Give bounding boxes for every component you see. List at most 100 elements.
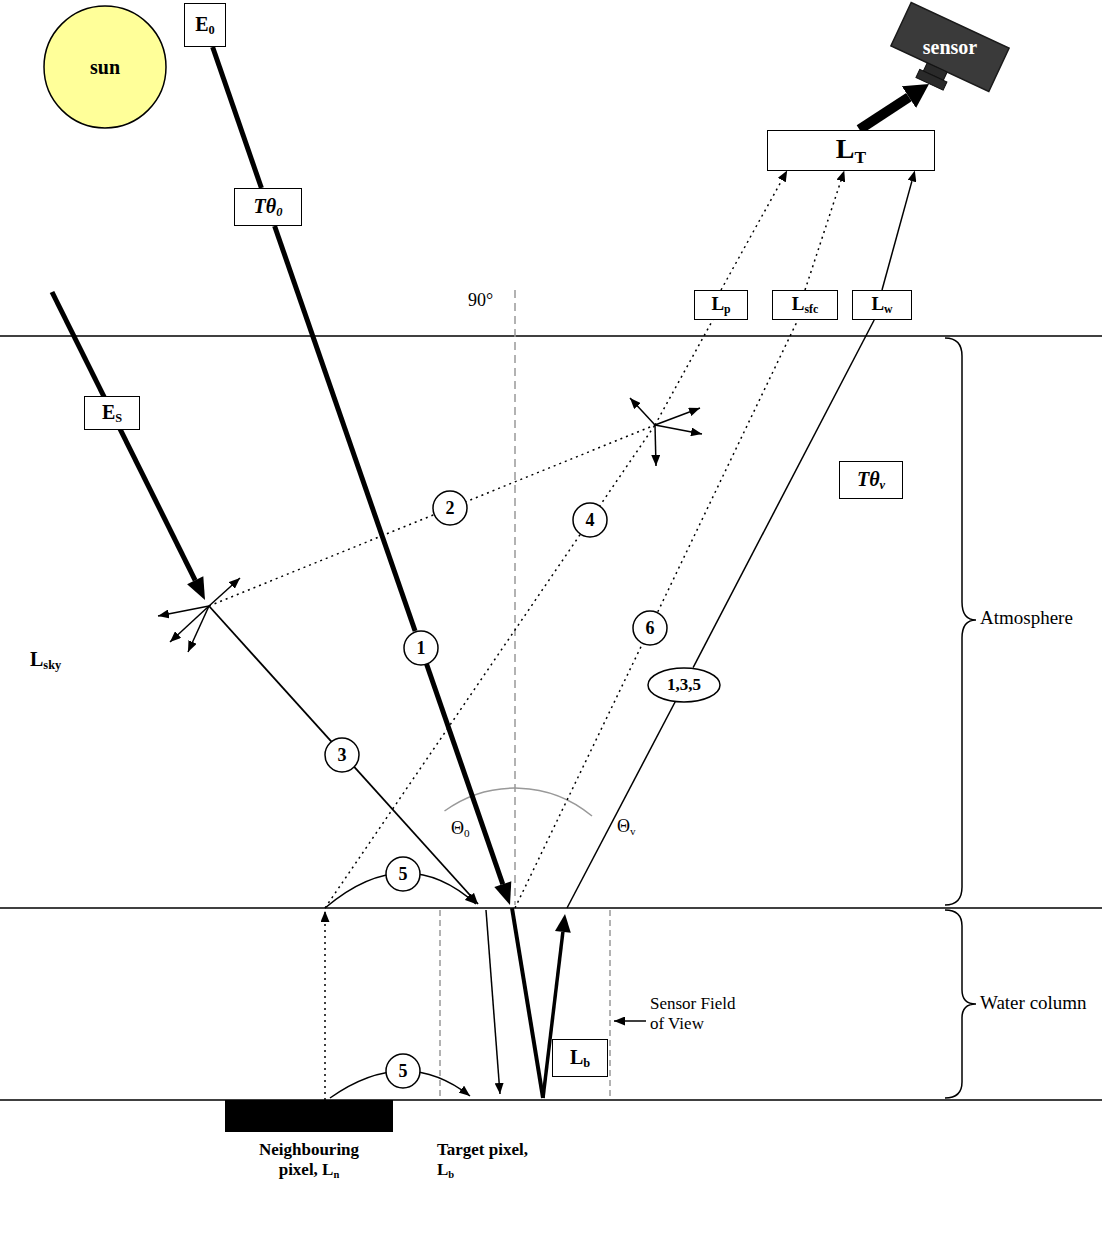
text-main: Neighbouring pixel, L (259, 1140, 359, 1179)
node-text: 1,3,5 (667, 675, 701, 695)
text-subscript: w (884, 303, 893, 316)
callout-number: 5 (385, 856, 421, 892)
node-text: 2 (446, 498, 455, 519)
angle-label: Θv (617, 816, 636, 838)
neighbour-ray (324, 911, 326, 1100)
water-radiance-box: Lw (852, 290, 912, 320)
direct-sun-ray (421, 648, 503, 884)
angle-label: 90° (468, 290, 493, 311)
connector (882, 181, 912, 290)
surface-reflection-ray (515, 628, 650, 908)
text-main: L (871, 293, 884, 314)
label-anchor: Θv (617, 816, 636, 838)
text-subscript: 0 (276, 205, 282, 219)
bottom-radiance-box: Lb (552, 1039, 608, 1077)
label-anchor: Water column (980, 992, 1087, 1014)
node-outline (386, 1054, 420, 1088)
water-bottom-line (0, 1099, 1102, 1101)
sky-irradiance-box: ES (84, 396, 140, 430)
scatter-arrow (209, 578, 240, 606)
text-main: E (102, 401, 115, 423)
node-text: Tθ0 (254, 195, 283, 220)
field-of-view-line (609, 910, 611, 1100)
text-main: L (711, 293, 724, 314)
node-outline (633, 611, 667, 645)
node-text: ES (102, 401, 122, 426)
callout-number: 1 (403, 630, 439, 666)
layer-bracket (945, 338, 976, 905)
atmosphere-top-line (0, 335, 1102, 337)
text-subscript: p (724, 303, 731, 316)
node-outline (433, 491, 467, 525)
text-subscript: sfc (804, 303, 818, 316)
refracted-sun-ray (512, 908, 543, 1098)
text-subscript: b (583, 1056, 590, 1070)
node-text: 3 (338, 745, 347, 766)
diffuse-sky-ray (209, 606, 478, 904)
pixel-label: Target pixel, Lb (437, 1140, 537, 1181)
text-subscript: 0 (464, 827, 470, 839)
text-subscript: n (333, 1168, 339, 1179)
text-subscript: S (115, 411, 122, 425)
field-of-view-label: Sensor Field of View (650, 994, 746, 1033)
label-anchor: Atmosphere (980, 607, 1073, 629)
callout-number: 5 (385, 1053, 421, 1089)
scatter-arrow (170, 606, 209, 642)
scatter-arrow (655, 408, 700, 425)
text-subscript: v (880, 478, 886, 492)
scatter-arrow (158, 606, 209, 616)
layer-bracket (945, 910, 976, 1098)
node-outline (325, 738, 359, 772)
connector (805, 181, 841, 290)
callout-number: 3 (324, 737, 360, 773)
scatter-arrow (655, 425, 656, 466)
node-outline (648, 668, 720, 702)
node-text: Lw (871, 293, 892, 317)
node-text: Tθv (857, 468, 885, 493)
transmittance-box: Tθv (839, 461, 903, 499)
field-of-view-line (439, 910, 441, 1100)
path-radiance-ray (655, 305, 721, 425)
text-subscript: T (855, 147, 867, 166)
scatter-arrow (630, 398, 655, 425)
pixel-fill (225, 1100, 393, 1132)
water-leaving-ray (567, 685, 684, 908)
text-main: Θ (451, 818, 464, 838)
text-main: Θ (617, 816, 630, 836)
label-anchor: Θ0 (451, 818, 470, 840)
node-outline (44, 6, 166, 128)
sensor-housing (891, 2, 1009, 91)
text-main: L (570, 1046, 583, 1068)
text-main: L (30, 648, 43, 670)
connector (275, 226, 416, 631)
callout-number: 6 (632, 610, 668, 646)
arrowhead (494, 881, 511, 905)
node-text: E0 (195, 13, 215, 38)
label-anchor: 90° (468, 290, 493, 311)
path-radiance-box: Lp (694, 290, 748, 320)
callout-number: 4 (572, 502, 608, 538)
arrowhead (187, 576, 205, 600)
node-text: sun (90, 56, 120, 79)
callout-number: 1,3,5 (647, 667, 721, 703)
text-main: Tθ (857, 468, 880, 490)
node-outline (386, 857, 420, 891)
sensor-symbol: sensor (830, 0, 1030, 95)
node-text: 5 (399, 1061, 408, 1082)
text-subscript: 0 (209, 23, 215, 37)
scatter-arrow (188, 606, 209, 652)
text-main: L (792, 293, 805, 314)
scattered-ray (209, 425, 655, 606)
text-main: L (836, 133, 855, 164)
sky-irradiance-ray (52, 292, 195, 580)
angle-label: Θ0 (451, 818, 470, 840)
text-subscript: b (448, 1168, 454, 1179)
connector (658, 320, 798, 612)
refracted-sky-ray (486, 910, 500, 1094)
text-subscript: v (630, 825, 636, 837)
connector (721, 180, 782, 290)
transmittance-box: Tθ0 (234, 188, 302, 226)
